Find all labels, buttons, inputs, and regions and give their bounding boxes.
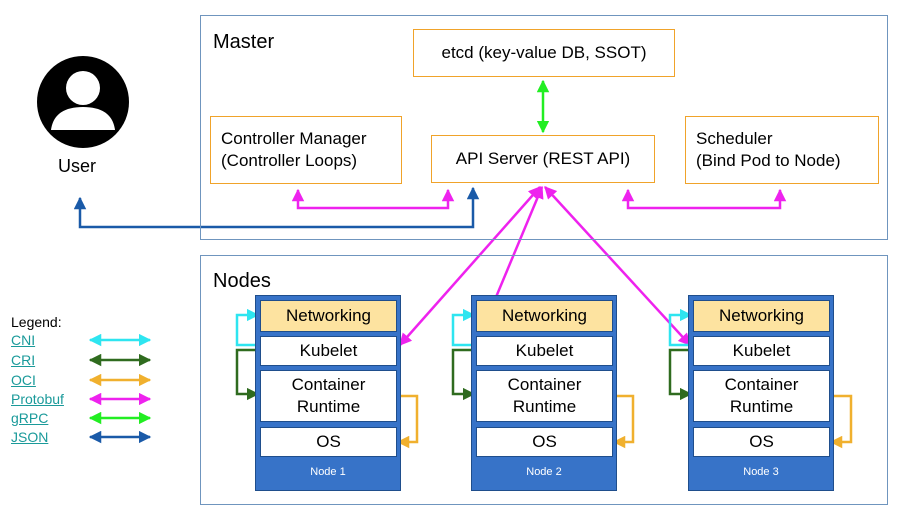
legend-grpc-link[interactable]: gRPC [11,410,49,426]
node-2[interactable]: Networking Kubelet Container Runtime OS … [471,295,617,491]
networking-box[interactable]: Networking [260,300,397,332]
networking-box[interactable]: Networking [476,300,613,332]
runtime-label-line2: Runtime [296,397,361,416]
kubelet-label: Kubelet [732,341,791,360]
user-label: User [58,156,97,176]
scheduler-box[interactable]: Scheduler (Bind Pod to Node) [685,116,879,184]
master-region [200,15,888,240]
os-box[interactable]: OS [260,427,397,457]
node-3[interactable]: Networking Kubelet Container Runtime OS … [688,295,834,491]
legend-oci-link[interactable]: OCI [11,372,36,388]
node-label: Node 2 [526,466,562,478]
etcd-box[interactable]: etcd (key-value DB, SSOT) [413,29,675,77]
arrow-n1-cni [235,308,260,347]
kubelet-box[interactable]: Kubelet [476,336,613,366]
arrow-api-kubelet-3 [544,186,691,346]
controller-manager-label: Controller Manager [221,129,367,148]
controller-manager-sublabel: (Controller Loops) [221,151,358,170]
runtime-label-line2: Runtime [729,397,794,416]
api-server-label: API Server (REST API) [455,149,631,168]
arrow-n2-cri [451,348,476,401]
runtime-label-line1: Container [291,375,366,394]
scheduler-sublabel: (Bind Pod to Node) [696,151,841,170]
networking-label: Networking [718,306,805,325]
arrow-n1-oci [396,394,419,449]
node-label: Node 3 [743,466,779,478]
os-label: OS [749,432,774,451]
container-runtime-box[interactable]: Container Runtime [693,370,830,422]
os-box[interactable]: OS [693,427,830,457]
os-box[interactable]: OS [476,427,613,457]
kubelet-box[interactable]: Kubelet [693,336,830,366]
networking-box[interactable]: Networking [693,300,830,332]
master-title: Master [213,31,275,53]
os-label: OS [532,432,557,451]
arrow-n3-cni [668,308,693,347]
container-runtime-box[interactable]: Container Runtime [260,370,397,422]
arrow-n3-oci [829,394,853,449]
arrow-n2-oci [612,394,635,449]
legend-cri-link[interactable]: CRI [11,352,36,368]
node-1[interactable]: Networking Kubelet Container Runtime OS … [255,295,401,491]
nodes-region [200,255,888,505]
arrow-n2-cni [451,308,476,347]
networking-label: Networking [285,306,372,325]
os-label: OS [316,432,341,451]
scheduler-label: Scheduler [696,129,773,148]
nodes-title: Nodes [213,270,271,292]
api-server-box[interactable]: API Server (REST API) [431,135,655,183]
arrow-n3-cri [668,348,693,401]
kubelet-label: Kubelet [515,341,574,360]
legend-title: Legend: [11,314,62,330]
kubelet-label: Kubelet [299,341,358,360]
runtime-label-line2: Runtime [512,397,577,416]
container-runtime-box[interactable]: Container Runtime [476,370,613,422]
runtime-label-line1: Container [507,375,582,394]
legend-json-link[interactable]: JSON [11,429,49,445]
legend-protobuf-link[interactable]: Protobuf [11,391,64,407]
kubelet-box[interactable]: Kubelet [260,336,397,366]
runtime-label-line1: Container [724,375,799,394]
node-label: Node 1 [310,466,346,478]
controller-manager-box[interactable]: Controller Manager (Controller Loops) [210,116,402,184]
arrow-n1-cri [235,348,260,401]
legend-cni-link[interactable]: CNI [11,332,36,348]
etcd-label: etcd (key-value DB, SSOT) [441,43,647,62]
networking-label: Networking [501,306,588,325]
